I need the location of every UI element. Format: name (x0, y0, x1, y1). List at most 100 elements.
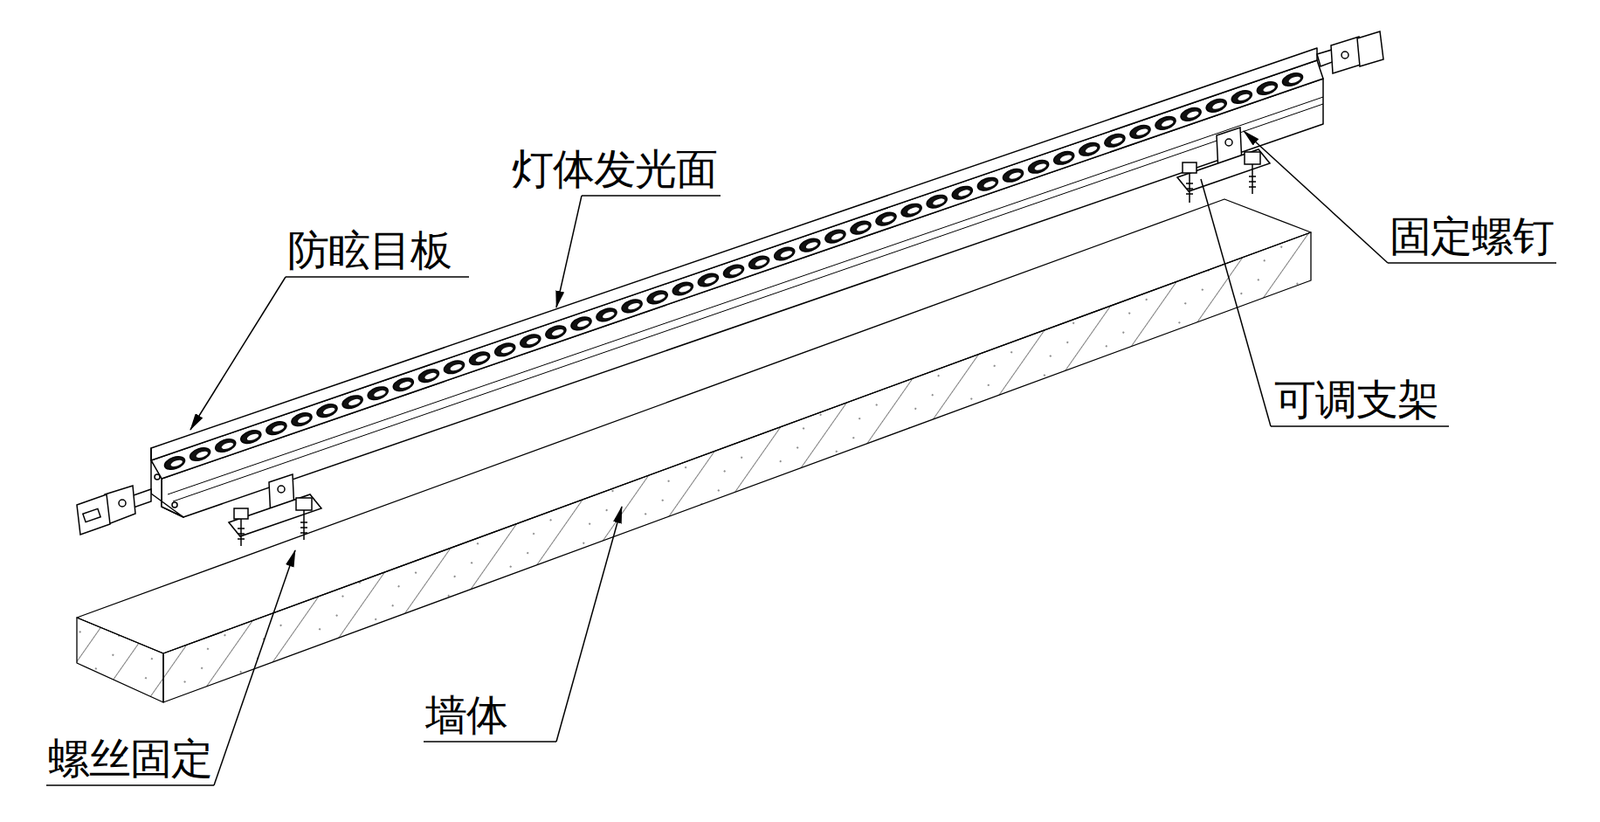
lens-highlight (500, 344, 514, 354)
led-lenses (163, 70, 1305, 472)
lens-highlight (1034, 162, 1048, 172)
bracket-pivot (277, 485, 285, 493)
part-label: 固定螺钉 (1389, 213, 1554, 260)
led-lens (391, 375, 415, 394)
bracket-base (228, 494, 322, 537)
led-lens (1103, 131, 1127, 150)
screw-head (296, 497, 312, 511)
bar-groove (172, 103, 1324, 502)
led-lens (848, 219, 873, 237)
lens-highlight (271, 423, 285, 433)
led-lens (239, 427, 263, 446)
lens-highlight (576, 319, 590, 329)
underline (46, 784, 214, 787)
part-label: 灯体发光面 (511, 145, 718, 193)
lens-highlight (652, 293, 666, 303)
plug-pin (82, 508, 101, 522)
lens-highlight (322, 406, 336, 415)
lens-highlight (906, 206, 920, 215)
lens-highlight (830, 232, 844, 242)
led-lens (874, 210, 898, 228)
lens-highlight (1008, 171, 1022, 180)
led-lens (264, 419, 289, 437)
led-lens (315, 401, 339, 420)
lens-highlight (347, 397, 361, 407)
led-lens (975, 175, 1000, 194)
lens-highlight (754, 258, 768, 268)
screw-head (1244, 151, 1261, 165)
anti-glare-plate (151, 48, 1318, 461)
end-screw (154, 474, 160, 480)
led-lens (1001, 166, 1026, 185)
light-bar (151, 48, 1324, 518)
plug-left (76, 485, 152, 535)
lens-highlight (398, 379, 412, 389)
leader-line (190, 276, 286, 430)
led-lens (1229, 88, 1254, 106)
leader-line (556, 195, 582, 308)
leader-line (1243, 131, 1388, 263)
lens-highlight (475, 353, 489, 363)
part-label: 可调支架 (1274, 376, 1439, 423)
led-lens (747, 253, 772, 271)
led-lens (468, 349, 492, 367)
led-lens (1281, 70, 1305, 89)
part-label: 螺丝固定 (48, 735, 213, 782)
lens-highlight (677, 284, 691, 294)
led-face (151, 60, 1324, 479)
lens-highlight (195, 449, 209, 459)
led-lens (950, 184, 974, 202)
lens-highlight (1288, 75, 1302, 84)
plug-right (1317, 31, 1384, 74)
led-lens (365, 384, 390, 402)
lens-highlight (729, 267, 743, 276)
led-lens (340, 393, 365, 411)
led-lens (1077, 140, 1102, 159)
lens-highlight (296, 414, 311, 424)
led-lens (798, 236, 822, 255)
led-lens (1255, 79, 1279, 97)
bracket-right (1177, 127, 1270, 203)
plug-body (1331, 36, 1361, 74)
lens-highlight (1262, 83, 1276, 93)
led-lens (163, 454, 187, 472)
lens-highlight (601, 310, 615, 320)
led-lens (1052, 149, 1076, 167)
led-lens (1153, 114, 1178, 132)
lens-highlight (220, 441, 235, 450)
lens-highlight (1236, 92, 1250, 102)
lens-highlight (1135, 127, 1149, 137)
led-lens (1027, 158, 1051, 176)
screw-thread (237, 522, 308, 539)
led-lens (1128, 123, 1152, 141)
lens-highlight (372, 388, 387, 398)
leaders (46, 131, 1557, 786)
lens-highlight (983, 179, 997, 189)
led-lens (772, 244, 797, 263)
lens-highlight (424, 371, 438, 380)
underline (423, 740, 557, 743)
led-lens (289, 410, 314, 428)
lens-highlight (703, 275, 718, 285)
lens-highlight (855, 223, 869, 233)
plug-head (76, 494, 111, 535)
lens-highlight (170, 458, 184, 468)
underline (1270, 425, 1449, 428)
bracket-left (228, 474, 322, 546)
lens-highlight (881, 214, 895, 224)
underline (285, 275, 469, 278)
underline (581, 194, 721, 197)
underline (1387, 262, 1557, 264)
led-lens (188, 445, 213, 463)
led-lens (1179, 105, 1203, 124)
lens-highlight (551, 327, 565, 337)
led-lens (544, 323, 568, 341)
plug-screw (118, 499, 126, 507)
part-label: 防眩目板 (287, 227, 452, 274)
leader-line (1200, 179, 1271, 427)
led-lens (442, 358, 467, 376)
led-lens (416, 366, 441, 385)
bracket-pivot (1225, 138, 1233, 146)
lens-highlight (525, 336, 539, 345)
lens-highlight (449, 362, 463, 372)
